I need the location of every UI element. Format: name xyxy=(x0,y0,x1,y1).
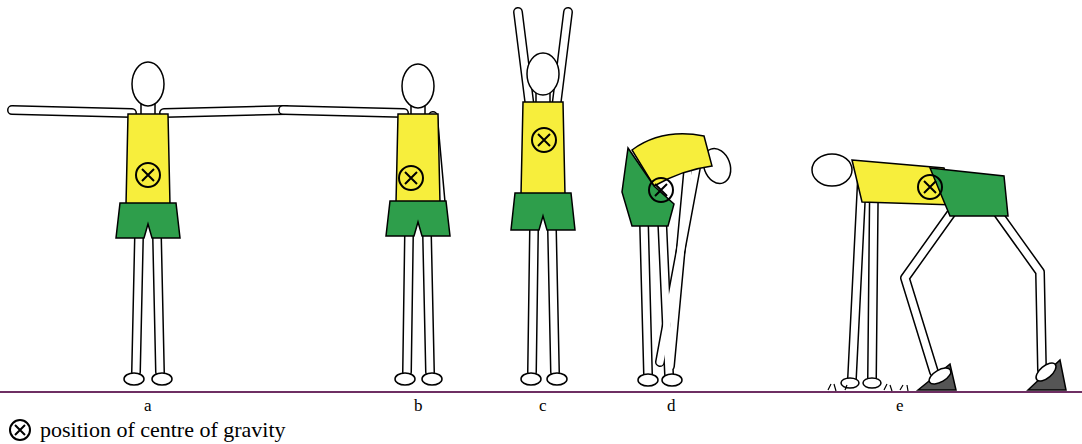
figure-e xyxy=(812,154,1066,391)
figure-c xyxy=(511,12,575,385)
legend-row: position of centre of gravity xyxy=(8,418,286,442)
figure-letter: b xyxy=(414,396,423,416)
figure-letter: d xyxy=(667,396,676,416)
legend-text: position of centre of gravity xyxy=(40,418,286,442)
figure-letter: c xyxy=(539,396,547,416)
figure-d xyxy=(622,134,735,386)
figure-b xyxy=(283,64,450,385)
ground-line xyxy=(0,391,1082,393)
centre-of-gravity-symbol xyxy=(8,418,32,442)
figure-letter: a xyxy=(144,396,152,416)
figure-letter: e xyxy=(896,396,904,416)
figure-a xyxy=(12,62,286,385)
